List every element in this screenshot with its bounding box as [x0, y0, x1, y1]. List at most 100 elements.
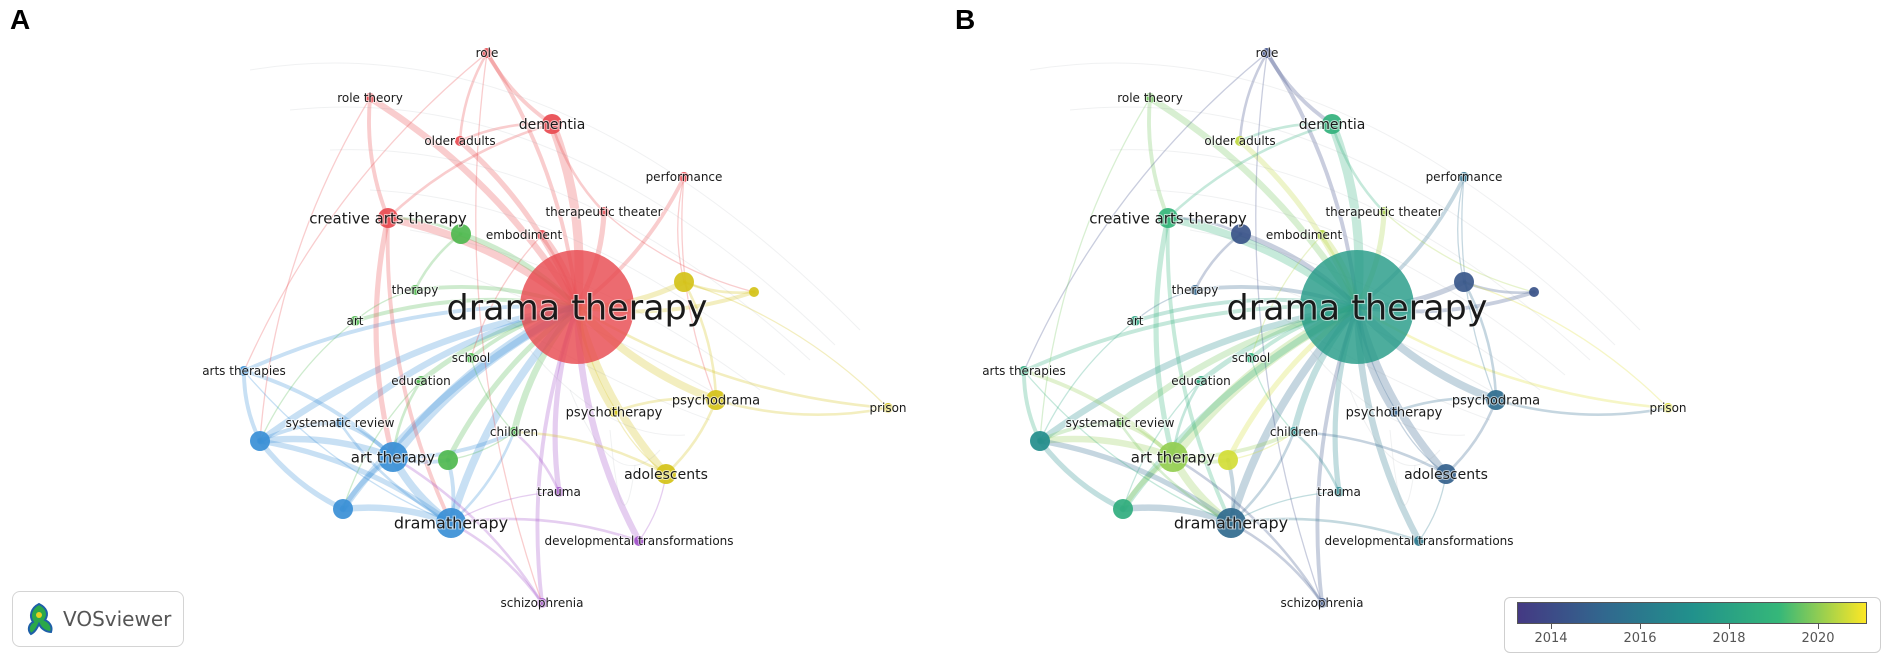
node-psychodrama[interactable] — [706, 390, 726, 410]
link-prison-y1 — [683, 281, 889, 409]
link-developmental-transformations-dramatherapy — [1229, 517, 1421, 543]
node-label-education: education — [1171, 374, 1231, 388]
node-label-developmental-transformations: developmental transformations — [544, 534, 733, 548]
node-adolescents[interactable] — [656, 464, 676, 484]
node-dementia[interactable] — [1322, 114, 1342, 134]
node-psychotherapy[interactable] — [1389, 407, 1399, 417]
link-arts-therapies-b1 — [242, 369, 262, 443]
node-arts-therapies[interactable] — [239, 366, 249, 376]
node-label-dramatherapy: dramatherapy — [1174, 514, 1288, 533]
node-embodiment[interactable] — [1317, 230, 1327, 240]
node-y1[interactable] — [1454, 272, 1474, 292]
node-embodiment[interactable] — [537, 230, 547, 240]
node-older-adults[interactable] — [1235, 136, 1245, 146]
node-label-drama-therapy: drama therapy — [447, 288, 708, 328]
node-b1[interactable] — [250, 431, 270, 451]
node-label-art: art — [347, 314, 364, 328]
link-creative-arts-therapy-dramatherapy — [1165, 216, 1233, 525]
node-y2[interactable] — [749, 287, 759, 297]
node-prison[interactable] — [1663, 403, 1673, 413]
link-dramatherapy-b1 — [257, 438, 454, 526]
node-role[interactable] — [482, 48, 492, 58]
node-g1[interactable] — [1231, 224, 1251, 244]
node-label-prison: prison — [1649, 401, 1686, 415]
node-label-creative-arts-therapy: creative arts therapy — [1089, 209, 1247, 227]
node-adolescents[interactable] — [1436, 464, 1456, 484]
node-therapeutic-theater[interactable] — [1379, 207, 1389, 217]
link-schizophrenia-art-therapy — [391, 455, 544, 605]
node-label-arts-therapies: arts therapies — [202, 364, 286, 378]
node-children[interactable] — [509, 427, 519, 437]
node-creative-arts-therapy[interactable] — [378, 208, 398, 228]
link-school-children — [1250, 357, 1295, 433]
node-art-therapy[interactable] — [378, 442, 408, 472]
node-older-adults[interactable] — [455, 136, 465, 146]
link-arts-therapies-dramatherapy — [1023, 370, 1232, 524]
node-developmental-transformations[interactable] — [634, 536, 644, 546]
node-education[interactable] — [416, 376, 426, 386]
node-psychotherapy[interactable] — [609, 407, 619, 417]
node-therapy[interactable] — [1190, 285, 1200, 295]
year-color-legend: 2014 2016 2018 2020 — [1504, 597, 1881, 653]
node-role-theory[interactable] — [365, 93, 375, 103]
node-performance[interactable] — [679, 172, 689, 182]
node-creative-arts-therapy[interactable] — [1158, 208, 1178, 228]
node-drama-therapy[interactable] — [520, 250, 634, 364]
node-drama-therapy[interactable] — [1300, 250, 1414, 364]
node-b2[interactable] — [333, 499, 353, 519]
node-b2[interactable] — [1113, 499, 1133, 519]
node-dramatherapy[interactable] — [1216, 508, 1246, 538]
node-label-therapeutic-theater: therapeutic theater — [1325, 205, 1442, 219]
link-arts-therapies-b1 — [1022, 369, 1042, 443]
node-dramatherapy[interactable] — [436, 508, 466, 538]
node-role-theory[interactable] — [1145, 93, 1155, 103]
node-trauma[interactable] — [1334, 487, 1344, 497]
link-dementia-creative-arts-therapy — [386, 122, 554, 220]
node-arts-therapies[interactable] — [1019, 366, 1029, 376]
node-school[interactable] — [466, 353, 476, 363]
node-role[interactable] — [1262, 48, 1272, 58]
node-label-education: education — [391, 374, 451, 388]
link-school-children — [470, 357, 515, 433]
node-y2[interactable] — [1529, 287, 1539, 297]
link-developmental-transformations-dramatherapy — [449, 517, 641, 543]
link-art-therapy-arts-therapies — [242, 369, 395, 459]
node-dementia[interactable] — [542, 114, 562, 134]
link-b1-b2 — [1037, 438, 1126, 512]
node-school[interactable] — [1246, 353, 1256, 363]
node-schizophrenia[interactable] — [537, 598, 547, 608]
node-label-embodiment: embodiment — [486, 228, 563, 242]
node-prison[interactable] — [883, 403, 893, 413]
node-children[interactable] — [1289, 427, 1299, 437]
node-performance[interactable] — [1459, 172, 1469, 182]
node-y1[interactable] — [674, 272, 694, 292]
node-education[interactable] — [1196, 376, 1206, 386]
node-schizophrenia[interactable] — [1317, 598, 1327, 608]
node-label-psychodrama: psychodrama — [672, 394, 760, 409]
node-label-adolescents: adolescents — [624, 467, 708, 483]
node-systematic-review[interactable] — [1115, 418, 1125, 428]
node-psychodrama[interactable] — [1486, 390, 1506, 410]
link-role-older-adults — [1238, 51, 1269, 143]
node-label-art-therapy: art therapy — [351, 448, 436, 466]
background-link — [249, 62, 861, 331]
link-therapy-art — [1134, 289, 1196, 322]
node-developmental-transformations[interactable] — [1414, 536, 1424, 546]
background-link — [369, 189, 786, 376]
node-art[interactable] — [350, 316, 360, 326]
node-label-arts-therapies: arts therapies — [982, 364, 1066, 378]
node-art[interactable] — [1130, 316, 1140, 326]
node-g1[interactable] — [451, 224, 471, 244]
background-link — [1109, 149, 1591, 361]
node-systematic-review[interactable] — [335, 418, 345, 428]
node-therapy[interactable] — [410, 285, 420, 295]
link-role-theory-creative-arts-therapy — [367, 96, 390, 220]
link-developmental-transformations-adolescents — [638, 473, 667, 542]
node-therapeutic-theater[interactable] — [599, 207, 609, 217]
node-b1[interactable] — [1030, 431, 1050, 451]
node-g2[interactable] — [1218, 450, 1238, 470]
node-g2[interactable] — [438, 450, 458, 470]
link-psychodrama-prison — [714, 398, 890, 416]
node-trauma[interactable] — [554, 487, 564, 497]
node-art-therapy[interactable] — [1158, 442, 1188, 472]
